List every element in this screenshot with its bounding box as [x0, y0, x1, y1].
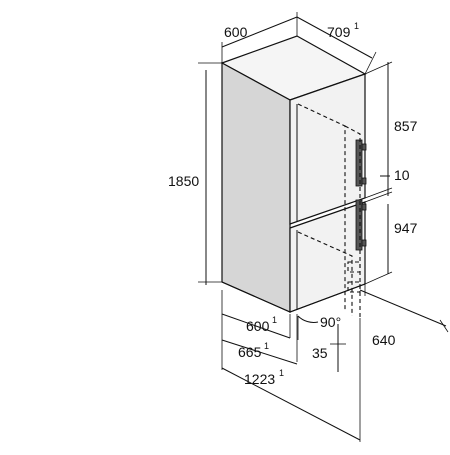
top-width-dim-line [296, 16, 373, 59]
width-door-open-label: 640 [372, 332, 396, 348]
door-open-angle-label: 90° [320, 314, 341, 330]
top-dimensions: 600 709 1 [221, 12, 377, 75]
depth-with-handle-label: 665 [238, 344, 262, 360]
bottom-depth-dimensions: 600 1 665 1 1223 1 [221, 290, 361, 442]
door-open-depth-outline [344, 125, 361, 318]
upper-door-handle [355, 139, 363, 187]
gap-height-label: 10 [394, 167, 410, 183]
lower-door-handle [355, 199, 363, 251]
top-width-note: 1 [354, 21, 359, 31]
upper-handle-mount-bottom [361, 177, 367, 185]
upper-door-height-label: 857 [394, 118, 418, 134]
lower-door-open-outline [297, 231, 353, 316]
door-open-dimensions: 90° 35 640 [297, 284, 449, 372]
right-height-dimensions: 857 10 947 [364, 61, 418, 285]
fridge-base-edge [221, 281, 291, 313]
top-depth-label: 600 [224, 24, 248, 40]
depth-665-dim-line [221, 339, 298, 365]
open-door-outline [297, 103, 361, 318]
depth-with-handle-note: 1 [264, 341, 269, 351]
upper-handle-mount-top [361, 143, 367, 151]
fridge-side-panel [221, 61, 291, 313]
right-ext-bottom [364, 271, 393, 285]
width-open-dim-line [359, 289, 447, 327]
depth-door-open-label: 1223 [244, 371, 275, 387]
door-handles [355, 139, 367, 251]
height-dimension: 1850 [168, 62, 222, 285]
open-handle-outline-1 [347, 261, 361, 273]
depth-600-dim-line [221, 313, 291, 339]
top-width-ext-right [364, 51, 377, 75]
top-depth-dim-line [221, 16, 298, 48]
top-width-label: 709 [327, 24, 351, 40]
width-open-ext-right [439, 319, 449, 333]
depth-door-open-note: 1 [279, 368, 284, 378]
lower-handle-mount-bottom [361, 239, 367, 247]
gap-ext-lower [364, 191, 393, 203]
depth-1223-dim-line [221, 367, 361, 441]
fridge-body [220, 35, 367, 313]
gap-ext-upper [364, 187, 393, 199]
depth-with-door-label: 600 [246, 318, 270, 334]
depth-with-door-note: 1 [272, 315, 277, 325]
total-height-label: 1850 [168, 173, 199, 189]
upper-door [289, 73, 366, 225]
door-angle-arc [297, 315, 319, 323]
lower-door-height-label: 947 [394, 220, 418, 236]
open-handle-outline-2 [347, 281, 361, 293]
door-offset-label: 35 [312, 345, 328, 361]
lower-handle-mount-top [361, 203, 367, 211]
